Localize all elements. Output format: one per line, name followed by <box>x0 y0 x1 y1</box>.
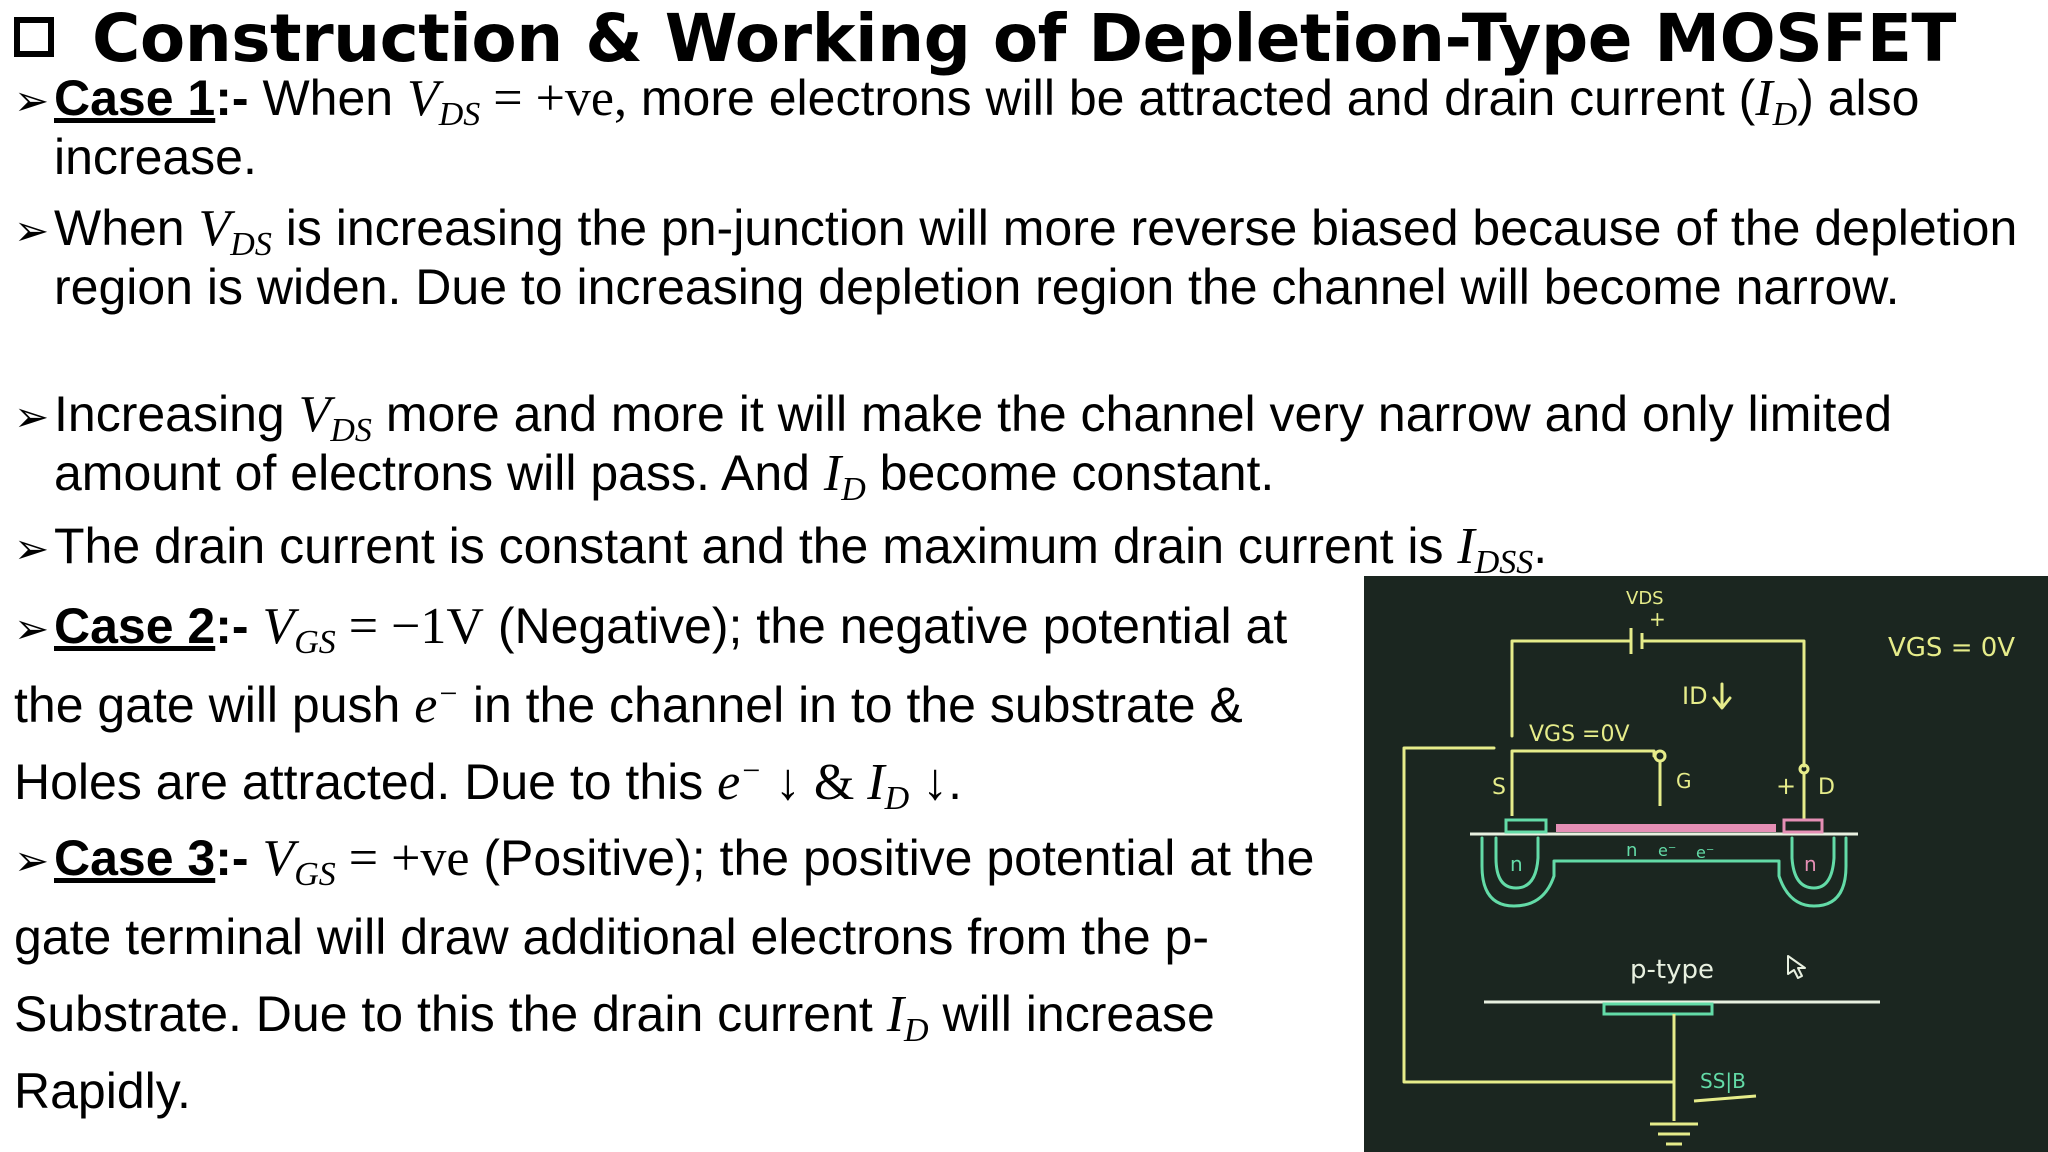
math-idss: IDSS <box>1457 518 1534 581</box>
math-electron: e− <box>414 675 459 734</box>
n-region-left <box>1494 836 1540 890</box>
gate-label: G <box>1676 769 1692 793</box>
substrate-contact <box>1602 1002 1714 1016</box>
bullet-case-2: ➢Case 2:- VGS = −1V (Negative); the nega… <box>14 588 1359 821</box>
channel-electron-1: e⁻ <box>1658 841 1676 860</box>
drain-source-wire <box>1510 639 1806 768</box>
channel-n-label: n <box>1626 840 1637 861</box>
mosfet-sketch: VDS + VGS = 0V ID VGS =0V S G + D n n n … <box>1402 588 2015 1146</box>
arrow-bullet-icon: ➢ <box>14 524 50 573</box>
source-label: S <box>1492 775 1506 800</box>
ss-underline <box>1693 1094 1757 1103</box>
arrow-bullet-icon: ➢ <box>14 206 50 255</box>
math-id: ID <box>886 986 929 1049</box>
math-id-decrease: ID ↓ <box>867 754 949 817</box>
math-electron-decrease: e− ↓ & <box>717 752 868 811</box>
case-1-label: Case 1 <box>54 70 216 126</box>
bullet-vds-narrow: ➢Increasing VDS more and more it will ma… <box>14 386 1893 508</box>
checkbox-square-icon <box>14 17 54 57</box>
channel-electron-2: e⁻ <box>1696 843 1714 862</box>
drain-plus: + <box>1776 772 1796 800</box>
slide-title: Construction & Working of Depletion-Type… <box>14 0 1956 78</box>
ground-icon <box>1650 1122 1698 1146</box>
arrow-bullet-icon: ➢ <box>14 76 50 125</box>
source-contact <box>1504 818 1548 834</box>
id-arrow-icon <box>1712 682 1732 710</box>
case-3-label: Case 3 <box>54 830 216 886</box>
gate-metal <box>1556 824 1776 832</box>
bullet-case-3: ➢Case 3:- VGS = +ve (Positive); the posi… <box>14 820 1359 1130</box>
ss-b-label: SS|B <box>1700 1069 1746 1093</box>
math-vds: VDS <box>298 386 372 449</box>
math-vgs: VGS = −1V <box>262 598 484 661</box>
bullet-vds-increasing: ➢When VDS is increasing the pn-junction … <box>14 200 2018 315</box>
substrate-label: p-type <box>1630 955 1714 985</box>
math-id: ID <box>1755 70 1798 133</box>
ground-return-wire <box>1402 746 1676 1084</box>
math-vds: VDS <box>198 200 272 263</box>
n-right-label: n <box>1804 852 1817 876</box>
math-vds: VDS = +ve, <box>406 70 628 133</box>
source-wire <box>1510 749 1656 768</box>
gate-terminal <box>1653 749 1667 763</box>
title-text: Construction & Working of Depletion-Type… <box>92 0 1956 77</box>
id-label: ID <box>1682 682 1708 710</box>
arrow-bullet-icon: ➢ <box>14 604 50 653</box>
drain-label: D <box>1818 775 1835 800</box>
mouse-cursor-icon <box>1787 955 1806 979</box>
drain-terminal <box>1798 763 1810 775</box>
battery-plus: + <box>1649 607 1666 631</box>
math-vgs: VGS = +ve <box>262 830 470 893</box>
arrow-bullet-icon: ➢ <box>14 836 50 885</box>
chalkboard-mosfet-diagram: VDS + VGS = 0V ID VGS =0V S G + D n n n … <box>1364 576 2048 1152</box>
bullet-case-1: ➢Case 1:- When VDS = +ve, more electrons… <box>14 70 1920 185</box>
vgs-left-label: VGS =0V <box>1529 722 1630 747</box>
arrow-bullet-icon: ➢ <box>14 392 50 441</box>
bullet-idss: ➢The drain current is constant and the m… <box>14 518 1548 581</box>
math-id: ID <box>823 445 866 508</box>
n-left-label: n <box>1510 852 1523 876</box>
drain-contact <box>1782 818 1824 834</box>
n-region-right <box>1790 836 1836 890</box>
device-outline <box>1480 836 1848 908</box>
case-2-label: Case 2 <box>54 598 216 654</box>
vds-label: VDS <box>1626 588 1664 609</box>
vgs-right-label: VGS = 0V <box>1888 633 2015 663</box>
